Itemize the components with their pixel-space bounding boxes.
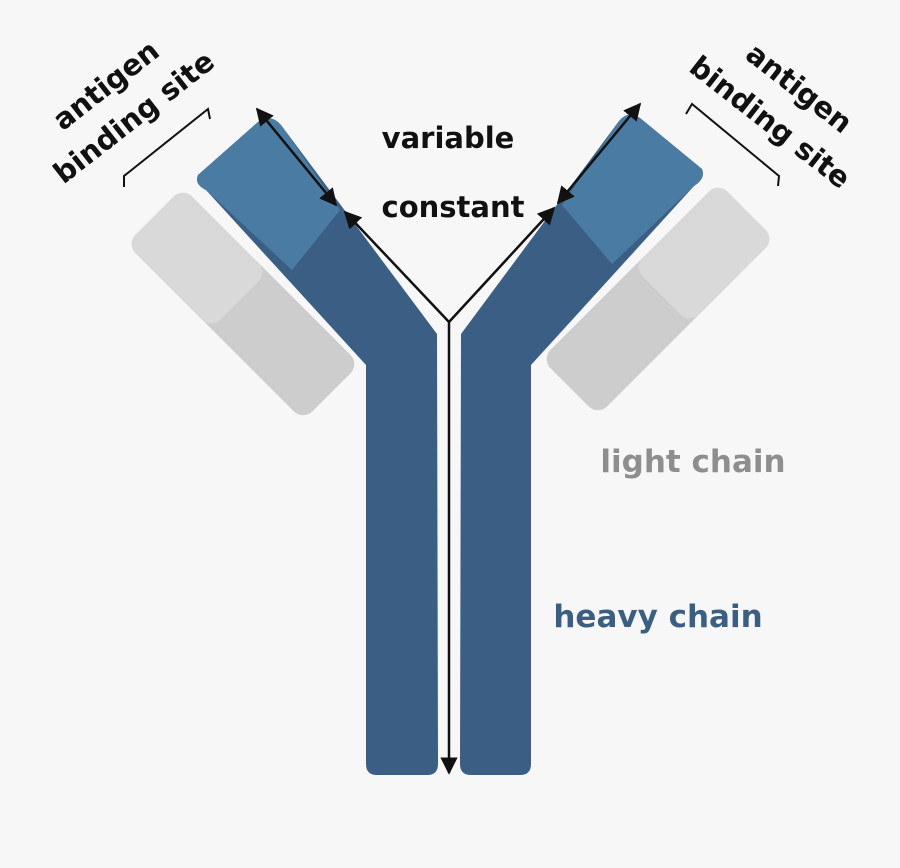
heavy-chain-label: heavy chain [553,599,762,635]
variable-arrow-left [255,107,338,207]
antigen-bracket-right [685,102,781,187]
constant-arrow-right [448,206,556,323]
light-chain-label: light chain [600,444,785,480]
light-chain-right [546,187,770,411]
antigen-bracket-left [123,107,211,187]
annotation-lines [255,102,642,775]
light-chain-left [131,192,355,416]
variable-label: variable [382,121,515,155]
variable-arrow-right [556,102,642,205]
constant-label: constant [382,190,525,224]
